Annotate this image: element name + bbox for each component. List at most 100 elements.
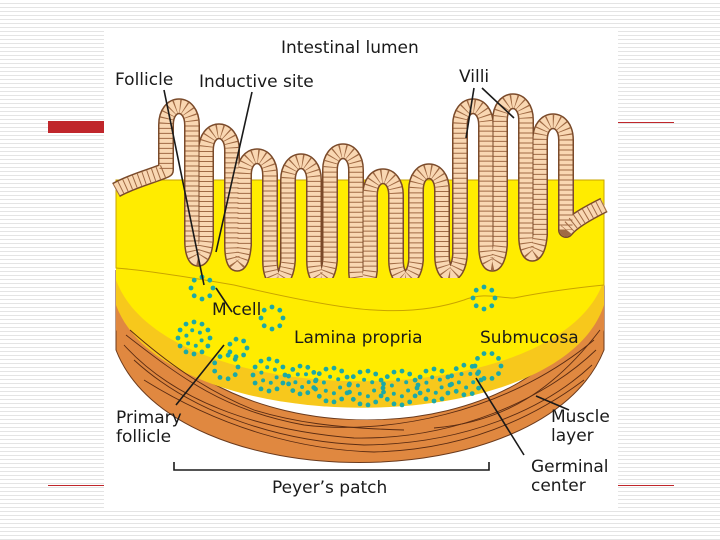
label-inductive-site: Inductive site	[199, 72, 314, 92]
slide-accent-line	[618, 485, 674, 486]
muscle-fibres	[123, 329, 601, 453]
follicle-dot	[391, 391, 396, 396]
follicle-dot	[399, 394, 404, 399]
follicle-dot	[453, 366, 459, 372]
follicle-dot	[306, 380, 311, 385]
follicle-dot	[323, 388, 328, 393]
follicle-dot	[321, 380, 326, 385]
follicle-dot	[259, 370, 264, 375]
label-intestinal-lumen: Intestinal lumen	[281, 38, 419, 58]
follicle-dot	[205, 343, 211, 349]
follicle-dot	[365, 402, 371, 408]
follicle-dot	[252, 364, 258, 370]
follicle-dot	[384, 396, 390, 402]
follicle-dot	[496, 356, 501, 361]
follicle-dot	[199, 321, 205, 327]
peyers-patch-diagram: Intestinal lumen Follicle Inductive site…	[104, 30, 618, 510]
follicle-dot	[207, 293, 213, 299]
follicle-dot	[344, 374, 350, 380]
follicle-dot	[190, 328, 195, 333]
follicle-dot	[261, 323, 267, 329]
follicle-dot	[232, 356, 238, 362]
follicle-dot	[316, 371, 322, 377]
follicle-dot	[464, 385, 469, 390]
follicle-dot	[193, 343, 198, 348]
follicle-dot	[453, 388, 459, 394]
follicle-dot	[357, 401, 363, 407]
follicle-dot	[378, 377, 384, 383]
follicle-dot	[241, 352, 247, 358]
follicle-dot	[372, 388, 377, 393]
follicle-dot	[357, 369, 363, 375]
follicle-dot	[323, 366, 329, 372]
follicle-dot	[415, 382, 421, 388]
follicle-dot	[225, 352, 231, 358]
follicle-dot	[433, 390, 438, 395]
follicle-dot	[423, 368, 429, 374]
label-muscle-layer: Muscle layer	[551, 407, 610, 446]
follicle-dot	[481, 376, 487, 381]
follicle-dot	[217, 354, 223, 359]
follicle-dot	[439, 396, 445, 402]
follicle-dot	[207, 277, 213, 283]
follicle-dot	[188, 285, 194, 291]
follicle-dot	[233, 336, 239, 342]
follicle-dot	[282, 372, 288, 378]
follicle-dot	[331, 399, 337, 405]
follicle-dot	[439, 385, 444, 390]
follicle-dot	[423, 396, 429, 402]
slide-accent-line	[618, 122, 674, 123]
follicle-dot	[227, 341, 233, 347]
follicle-dot	[347, 381, 352, 387]
follicle-dot	[461, 362, 467, 368]
follicle-dot	[258, 315, 264, 321]
follicle-dot	[373, 399, 379, 405]
follicle-dot	[297, 391, 303, 397]
follicle-dot	[280, 364, 286, 370]
follicle-dot	[266, 388, 272, 394]
follicle-dot	[244, 345, 250, 351]
follicle-dot	[473, 303, 479, 309]
follicle-dot	[268, 380, 273, 385]
follicle-dot	[197, 330, 202, 335]
follicle-dot	[290, 388, 296, 393]
follicle-dot	[399, 368, 405, 374]
follicle-dot	[241, 338, 247, 344]
follicle-dot	[355, 383, 360, 388]
follicle-dot	[339, 396, 345, 402]
follicle-dot	[378, 393, 384, 399]
follicle-dot	[177, 327, 183, 333]
follicle-dot	[472, 363, 478, 369]
follicle-dot	[471, 380, 476, 385]
follicle-dot	[350, 396, 356, 402]
follicle-dot	[347, 389, 352, 395]
follicle-dot	[399, 402, 405, 408]
follicle-dot	[481, 306, 487, 312]
follicle-dot	[290, 367, 296, 372]
follicle-dot	[445, 374, 451, 380]
follicle-dot	[212, 368, 218, 374]
follicle-dot	[424, 380, 429, 385]
follicle-dot	[459, 372, 464, 376]
follicle-dot	[475, 371, 480, 376]
follicle-dot	[431, 366, 437, 372]
follicle-dot	[258, 358, 264, 364]
follicle-dot	[235, 364, 241, 370]
follicles	[175, 274, 504, 408]
follicle-dot	[445, 390, 451, 396]
follicle-dot	[426, 388, 431, 393]
follicle-dot	[277, 323, 283, 329]
label-villi: Villi	[459, 67, 490, 87]
follicle-dot	[407, 371, 413, 377]
follicle-dot	[316, 393, 322, 399]
follicle-dot	[305, 390, 311, 396]
follicle-dot	[338, 385, 343, 390]
follicle-dot	[305, 364, 311, 370]
follicle-dot	[175, 335, 181, 341]
follicle-dot	[469, 391, 475, 396]
follicle-dot	[269, 326, 275, 332]
follicle-dot	[391, 369, 397, 375]
follicle-dot	[313, 386, 318, 392]
follicle-dot	[207, 335, 213, 341]
follicle-dot	[380, 385, 386, 391]
